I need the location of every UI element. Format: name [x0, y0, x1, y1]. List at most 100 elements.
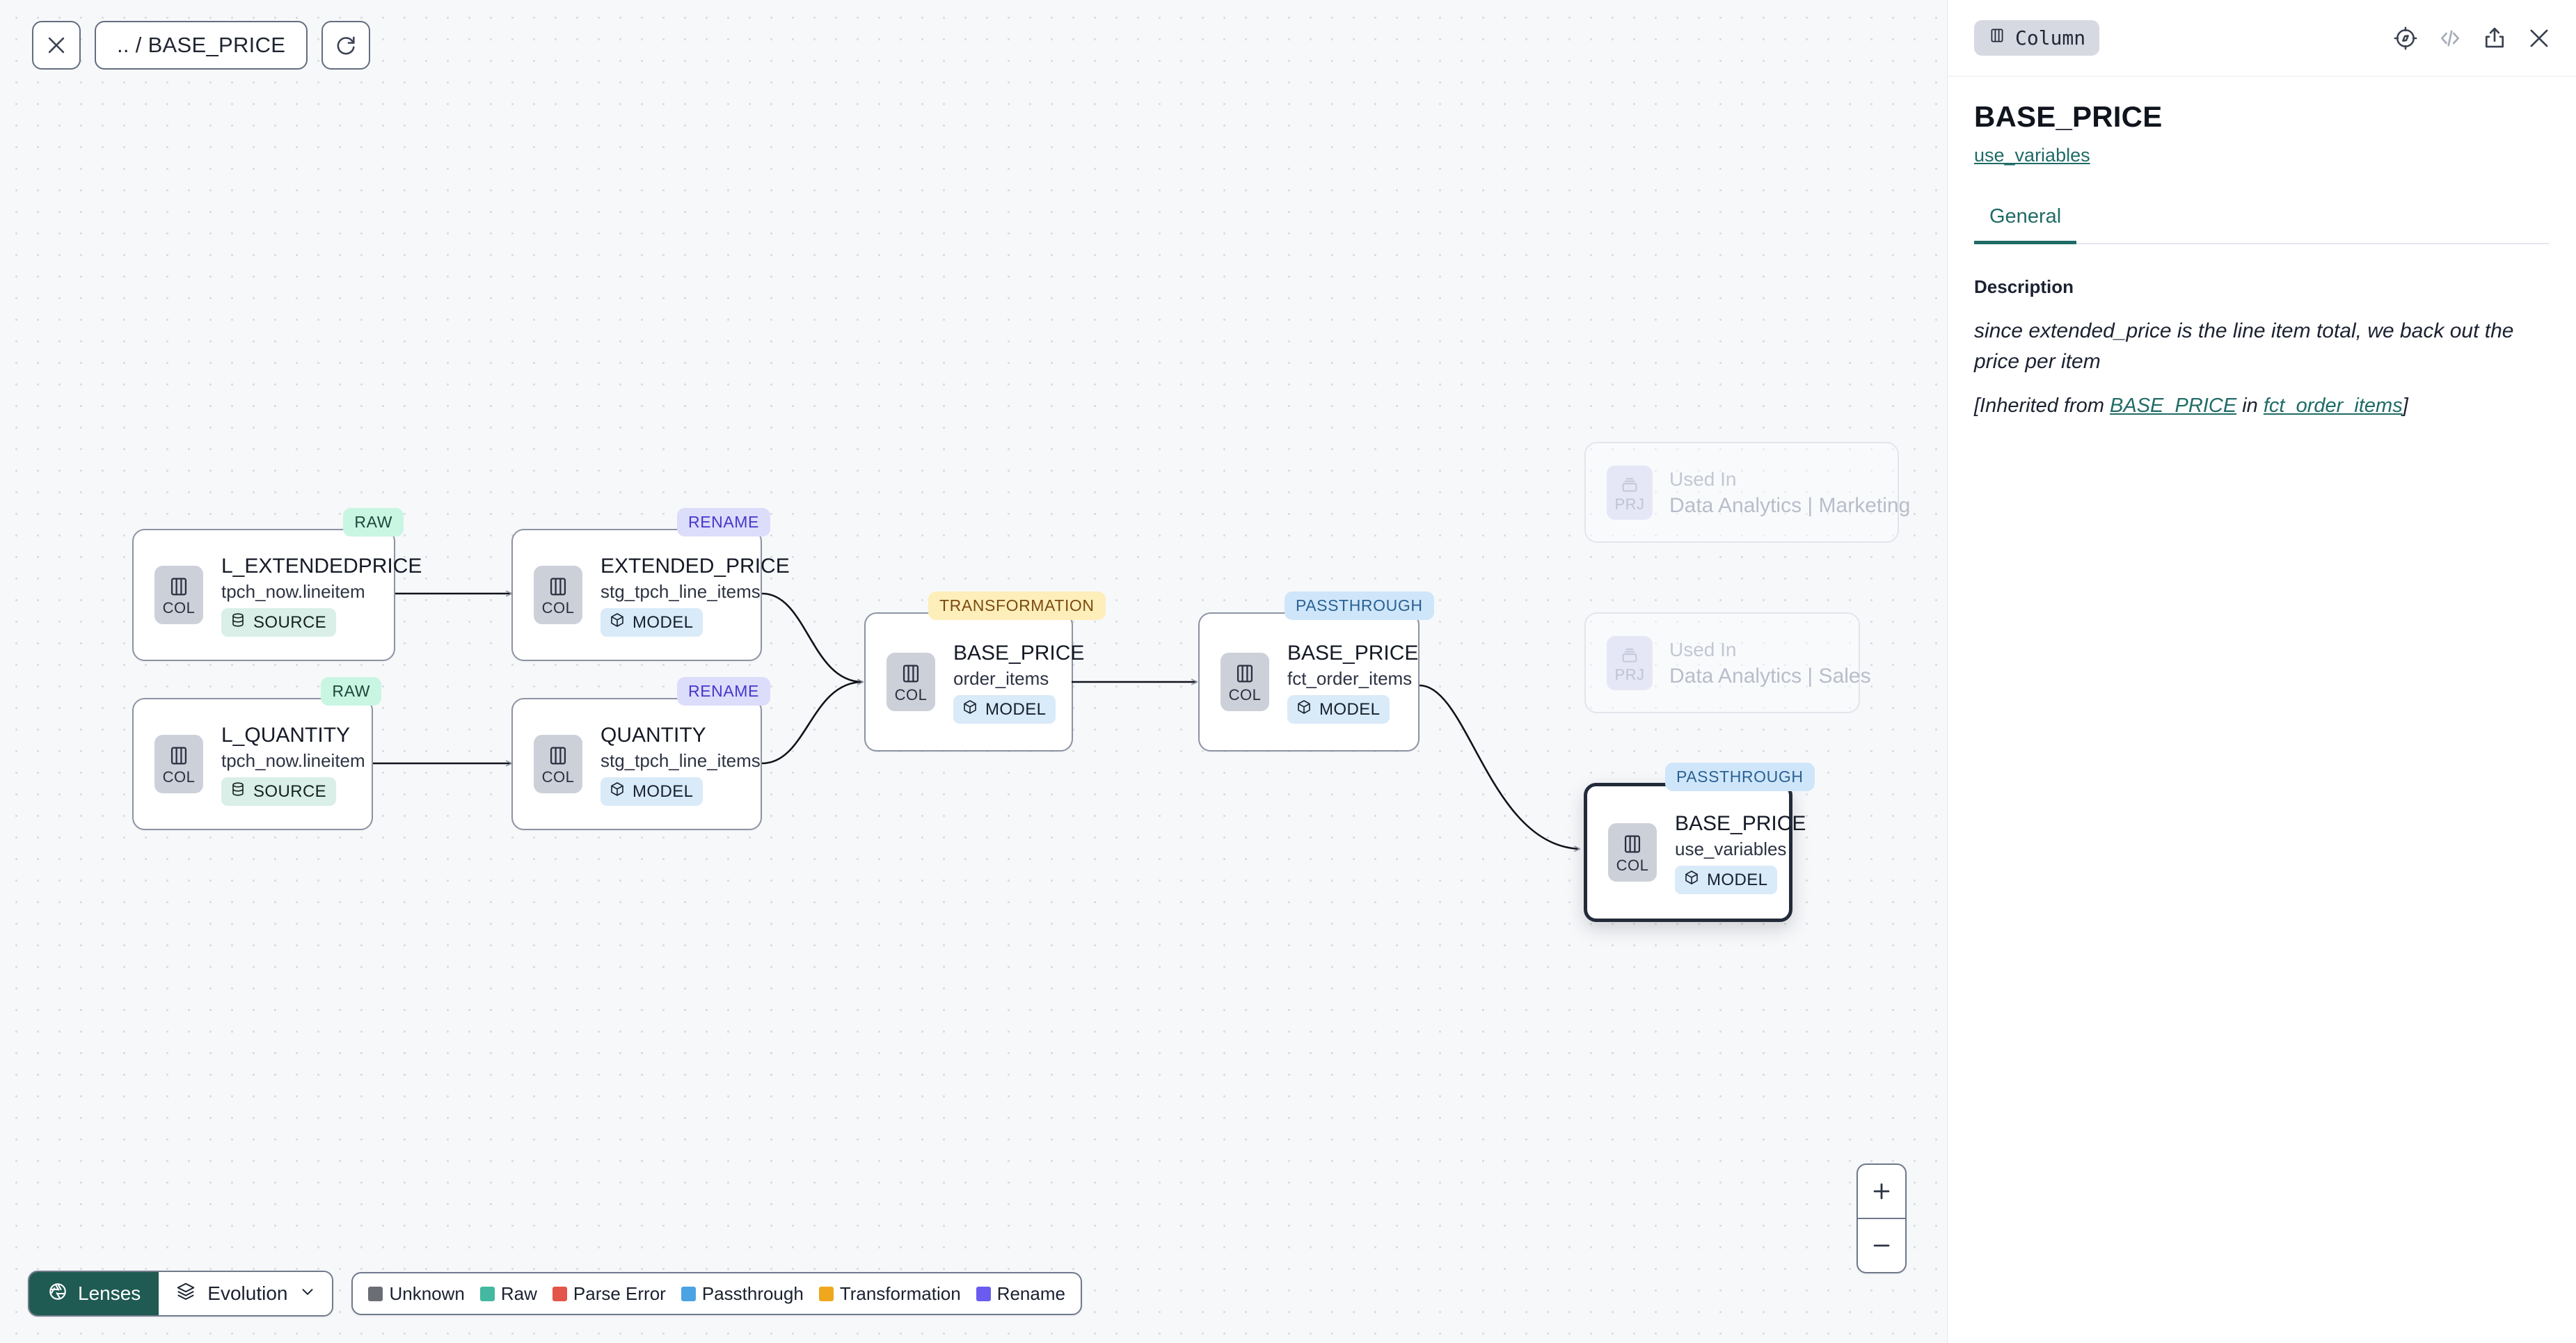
node-kind-chip: MODEL: [601, 777, 703, 806]
graph-node[interactable]: PASSTHROUGH COL BASE_PRICE fct_order_ite…: [1198, 591, 1434, 752]
node-type-badge: PASSTHROUGH: [1285, 591, 1434, 620]
inherited-note: [Inherited from BASE_PRICE in fct_order_…: [1974, 395, 2550, 418]
used-in-node[interactable]: PRJ Used In Data Analytics | Marketing: [1584, 442, 1910, 543]
node-kind-chip: MODEL: [953, 695, 1056, 724]
inherited-model-link[interactable]: fct_order_items: [2263, 395, 2403, 417]
project-icon-label: PRJ: [1614, 666, 1645, 683]
panel-header-actions: [2392, 25, 2552, 51]
zoom-controls: [1857, 1163, 1907, 1273]
node-kind-label: MODEL: [985, 699, 1047, 719]
description-text: since extended_price is the line item to…: [1974, 319, 2514, 373]
node-type-badge: PASSTHROUGH: [1665, 763, 1815, 791]
lineage-canvas[interactable]: .. / BASE_PRICE RAW COL L_EXTEND: [0, 0, 1947, 1343]
cube-icon: [1683, 869, 1700, 891]
compass-icon[interactable]: [2392, 25, 2419, 51]
node-type-badge: TRANSFORMATION: [928, 591, 1106, 620]
project-icon-label: PRJ: [1614, 495, 1645, 513]
node-subtitle: stg_tpch_line_items: [601, 580, 761, 602]
evolution-dropdown[interactable]: Evolution: [159, 1272, 333, 1315]
legend-label: Raw: [500, 1282, 537, 1304]
node-name: BASE_PRICE: [1675, 811, 1806, 835]
breadcrumb[interactable]: .. / BASE_PRICE: [95, 21, 308, 70]
legend-item[interactable]: Raw: [479, 1282, 537, 1305]
legend-swatch: [818, 1286, 834, 1301]
graph-node[interactable]: RENAME COL QUANTITY stg_tpch_line_items …: [511, 677, 770, 830]
node-kind-label: SOURCE: [253, 612, 327, 632]
layers-icon: [175, 1281, 196, 1307]
legend-swatch: [681, 1286, 696, 1301]
node-kind-chip: MODEL: [1675, 866, 1778, 895]
legend-item[interactable]: Transformation: [818, 1282, 961, 1305]
entity-type-label: Column: [2015, 26, 2086, 49]
tab-general[interactable]: General: [1974, 205, 2077, 244]
zoom-in-button[interactable]: [1858, 1165, 1905, 1218]
node-subtitle: stg_tpch_line_items: [601, 749, 761, 771]
column-icon: COL: [1221, 653, 1269, 711]
legend-label: Unknown: [389, 1282, 465, 1304]
legend-swatch: [368, 1286, 383, 1301]
node-subtitle: tpch_now.lineitem: [221, 749, 365, 771]
node-name: BASE_PRICE: [1287, 641, 1419, 665]
column-icon: COL: [887, 653, 935, 711]
aperture-icon: [47, 1281, 68, 1307]
graph-node[interactable]: RAW COL L_QUANTITY tpch_now.lineitem SOU…: [132, 677, 381, 830]
node-body: BASE_PRICE order_items MODEL: [953, 640, 1084, 724]
node-kind-label: MODEL: [1707, 870, 1768, 889]
used-in-name: Data Analytics | Sales: [1669, 665, 1871, 688]
close-icon[interactable]: [2526, 25, 2552, 51]
graph-node[interactable]: RAW COL L_EXTENDEDPRICE tpch_now.lineite…: [132, 508, 422, 661]
legend: Unknown Raw Parse Error Passthrough Tran…: [351, 1272, 1082, 1315]
column-icon: COL: [154, 566, 203, 624]
node-subtitle: fct_order_items: [1287, 667, 1413, 689]
cube-icon: [962, 699, 978, 720]
share-icon[interactable]: [2481, 25, 2508, 51]
page-title: BASE_PRICE: [1974, 100, 2163, 133]
legend-item[interactable]: Passthrough: [681, 1283, 804, 1305]
cube-icon: [1296, 699, 1312, 720]
column-icon-label: COL: [1616, 856, 1649, 874]
node-type-badge: RENAME: [676, 677, 770, 706]
refresh-button[interactable]: [321, 21, 371, 70]
inherited-column-link[interactable]: BASE_PRICE: [2110, 395, 2237, 417]
node-kind-chip: SOURCE: [221, 608, 337, 637]
node-kind-label: MODEL: [633, 781, 694, 801]
node-type-badge: RAW: [321, 677, 381, 706]
graph-node[interactable]: TRANSFORMATION COL BASE_PRICE order_item…: [864, 591, 1106, 752]
lenses-button[interactable]: Lenses: [29, 1272, 159, 1315]
node-name: QUANTITY: [601, 723, 706, 747]
description-heading: Description: [1974, 276, 2074, 297]
column-icon-label: COL: [1228, 685, 1262, 704]
used-in-label: Used In: [1669, 638, 1737, 660]
column-icon: [1988, 26, 2006, 49]
node-name: BASE_PRICE: [953, 641, 1085, 665]
canvas-toolbar: .. / BASE_PRICE: [32, 21, 371, 70]
legend-label: Transformation: [839, 1282, 961, 1304]
close-graph-button[interactable]: [32, 21, 81, 70]
node-kind-label: SOURCE: [253, 781, 327, 801]
used-in-node[interactable]: PRJ Used In Data Analytics | Sales: [1584, 612, 1871, 713]
database-icon: [230, 781, 246, 802]
cube-icon: [609, 612, 626, 633]
legend-item[interactable]: Parse Error: [552, 1283, 666, 1305]
inherited-middle: in: [2236, 395, 2264, 417]
chevron-down-icon: [299, 1282, 317, 1305]
column-icon: COL: [154, 735, 203, 793]
parent-model-link[interactable]: use_variables: [1974, 145, 2090, 166]
inherited-suffix: ]: [2402, 395, 2408, 417]
graph-node-selected[interactable]: PASSTHROUGH COL BASE_PRICE use_variables…: [1584, 763, 1815, 922]
legend-swatch: [479, 1286, 495, 1301]
project-icon: PRJ: [1607, 635, 1653, 690]
database-icon: [230, 612, 246, 633]
legend-item[interactable]: Unknown: [368, 1282, 465, 1305]
used-in-name: Data Analytics | Marketing: [1669, 494, 1911, 518]
used-in-body: Used In Data Analytics | Marketing: [1669, 468, 1910, 518]
node-body: BASE_PRICE use_variables MODEL: [1675, 811, 1806, 895]
inherited-prefix: [Inherited from: [1974, 395, 2110, 417]
node-kind-chip: SOURCE: [221, 777, 337, 806]
code-icon[interactable]: [2437, 25, 2463, 51]
node-name: L_QUANTITY: [221, 723, 351, 747]
project-icon: PRJ: [1607, 465, 1653, 520]
graph-node[interactable]: RENAME COL EXTENDED_PRICE stg_tpch_line_…: [511, 508, 790, 661]
zoom-out-button[interactable]: [1858, 1218, 1905, 1272]
legend-item[interactable]: Rename: [976, 1283, 1065, 1305]
